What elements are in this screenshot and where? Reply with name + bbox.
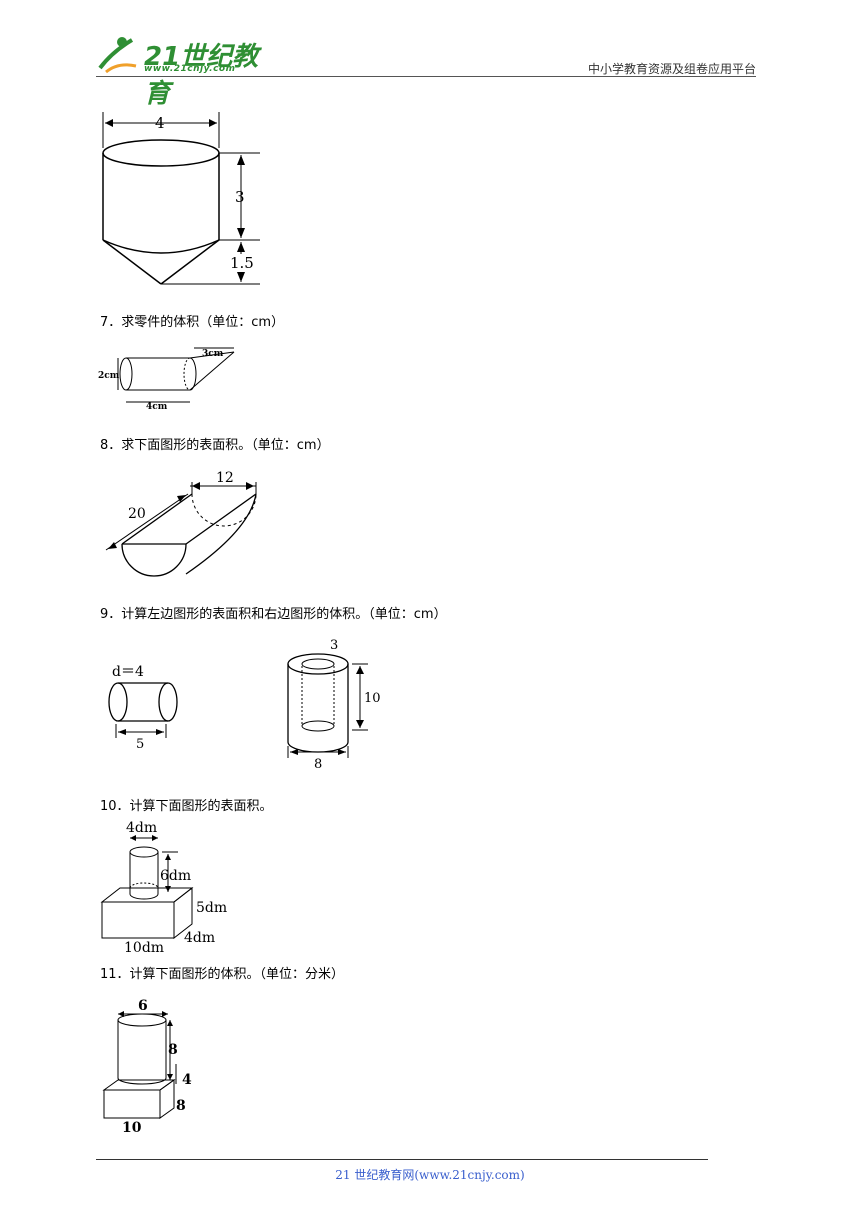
- q11-cyl-h-label: 8: [168, 1042, 178, 1058]
- question-8: 8．求下面图形的表面积。（单位：cm）: [100, 438, 330, 453]
- figure-q11-cylinder-box: 6 8 4 8 10: [102, 998, 192, 1136]
- q11-box-h-label: 4: [182, 1072, 192, 1088]
- q10-box-l-label: 10dm: [124, 940, 164, 956]
- question-9: 9．计算左边图形的表面积和右边图形的体积。（单位：cm）: [100, 607, 447, 622]
- logo-title: 21世纪教育: [144, 42, 259, 109]
- question-10: 10．计算下面图形的表面积。: [100, 799, 273, 814]
- q9-inner-label: 3: [330, 638, 338, 653]
- q10-cyl-d-label: 4dm: [126, 820, 157, 836]
- question-11: 11．计算下面图形的体积。（单位：分米）: [100, 967, 345, 982]
- question-7: 7．求零件的体积（单位：cm）: [100, 315, 285, 330]
- runner-logo-icon: [98, 37, 137, 74]
- figure-q10-cylinder-box: 4dm 6dm 5dm 4dm 10dm: [100, 820, 227, 956]
- q11-box-l-label: 10: [122, 1120, 142, 1136]
- header-platform-text: 中小学教育资源及组卷应用平台: [587, 62, 756, 76]
- fig6-h2-label: 1.5: [230, 254, 254, 272]
- q9-d-label: d＝4: [112, 664, 144, 680]
- q8-dia-label: 12: [216, 470, 234, 486]
- fig6-top-label: 4: [155, 114, 165, 132]
- q10-cyl-h-label: 6dm: [160, 868, 191, 884]
- q11-cyl-d-label: 6: [138, 998, 148, 1014]
- fig6-h1-label: 3: [235, 188, 245, 206]
- q11-box-w-label: 8: [176, 1098, 186, 1114]
- figure-cylinder-cone: 4 3 1.5: [102, 112, 260, 285]
- q9-len-label: 5: [136, 737, 144, 750]
- q7-dia-label: 2cm: [98, 371, 120, 381]
- figure-q8-half-cylinder: 12 20: [105, 470, 257, 577]
- logo-url: www.21cnjy.com: [144, 64, 236, 74]
- footer-divider: [96, 1159, 708, 1160]
- site-logo: 21世纪教育 www.21cnjy.com: [92, 32, 262, 109]
- q10-box-h-label: 5dm: [196, 900, 227, 916]
- figure-q9-left-cylinder: d＝4 5: [108, 664, 178, 750]
- header-divider: [96, 76, 756, 77]
- figure-q9-tube: 3 10 8: [287, 638, 381, 772]
- q10-box-w-label: 4dm: [184, 930, 215, 946]
- figure-q7-part: 3cm 2cm 4cm: [98, 347, 235, 412]
- q7-cone-label: 3cm: [202, 349, 224, 359]
- q8-length-label: 20: [128, 506, 146, 522]
- q7-len-label: 4cm: [146, 402, 168, 412]
- q9-outer-label: 8: [314, 757, 322, 772]
- footer-site-text: 21 世纪教育网(www.21cnjy.com): [335, 1168, 525, 1182]
- q9-height-label: 10: [364, 691, 381, 706]
